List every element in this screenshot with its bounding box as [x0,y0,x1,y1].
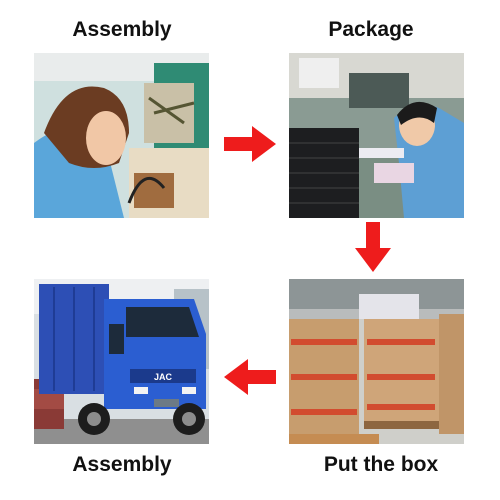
step-label-package: Package [328,18,414,41]
arrow-down-icon [355,222,391,272]
truck-photo: JAC [34,279,209,444]
arrow-left-icon [224,359,276,395]
step-label-put-the-box: Put the box [323,453,439,476]
step-label-assembly: Assembly [72,18,172,41]
assembly-photo [34,53,209,218]
step-label-assembly-final: Assembly [72,453,172,476]
put-the-box-photo [289,279,464,444]
truck-brand-text: JAC [154,372,173,382]
package-photo [289,53,464,218]
arrow-right-icon [224,126,276,162]
